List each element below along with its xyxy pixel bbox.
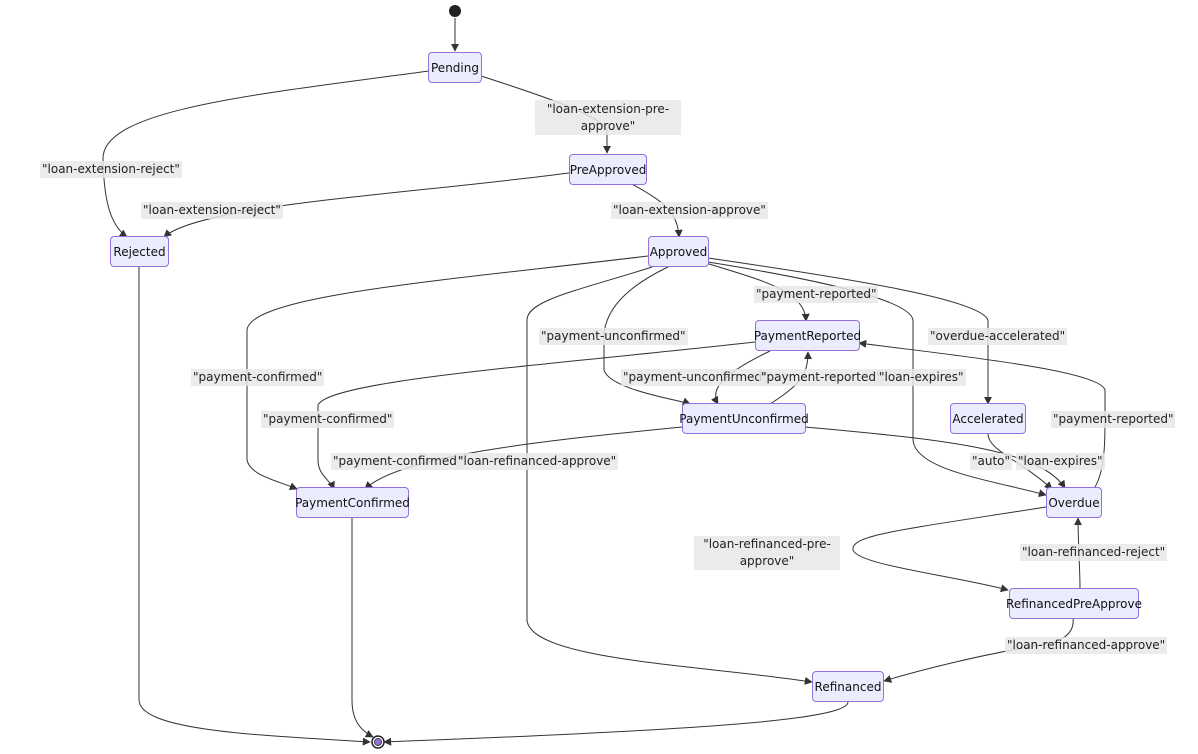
edge-approved-confirmed bbox=[246, 255, 649, 490]
label-approved-confirmed: "payment-confirmed" bbox=[191, 369, 325, 386]
edge-preapproved-rejected bbox=[163, 172, 570, 238]
edge-unconfirmed-confirmed bbox=[364, 426, 683, 490]
label-overdue-refipre: "loan-refinanced-pre-approve" bbox=[694, 536, 840, 570]
label-approved-accelerated: "overdue-accelerated" bbox=[928, 328, 1068, 345]
label-unconfirmed-confirmed: "payment-confirmed" bbox=[331, 453, 465, 470]
start-node bbox=[449, 5, 461, 17]
edge-refinanced-end bbox=[383, 701, 849, 746]
label-approved-unconfirmed: "payment-unconfirmed" bbox=[539, 328, 688, 345]
state-accelerated[interactable]: Accelerated bbox=[950, 403, 1026, 434]
edge-rejected-end bbox=[138, 267, 371, 746]
label-preapproved-rejected: "loan-extension-reject" bbox=[141, 202, 283, 219]
label-reported-unconfirmed: "payment-unconfirmed" bbox=[621, 369, 770, 386]
state-payment-reported[interactable]: PaymentReported bbox=[754, 320, 861, 351]
state-payment-unconfirmed[interactable]: PaymentUnconfirmed bbox=[679, 403, 809, 434]
label-overdue-reported: "payment-reported" bbox=[1051, 411, 1176, 428]
state-pending[interactable]: Pending bbox=[428, 52, 482, 83]
label-pending-rejected: "loan-extension-reject" bbox=[40, 161, 182, 178]
label-preapproved-approved: "loan-extension-approve" bbox=[611, 202, 768, 219]
state-payment-confirmed[interactable]: PaymentConfirmed bbox=[295, 487, 410, 518]
edge-approved-refinanced bbox=[526, 266, 813, 685]
edge-confirmed-end bbox=[351, 518, 374, 738]
label-accelerated-auto: "auto" bbox=[970, 453, 1013, 470]
edge-unconfirmed-overdue bbox=[804, 426, 1066, 489]
state-overdue[interactable]: Overdue bbox=[1046, 487, 1102, 518]
label-reported-confirmed: "payment-confirmed" bbox=[261, 411, 395, 428]
edge-overdue-refipre bbox=[852, 506, 1047, 593]
state-refinanced-preapprove[interactable]: RefinancedPreApprove bbox=[1006, 588, 1142, 619]
state-approved[interactable]: Approved bbox=[648, 236, 709, 267]
edge-approved-accelerated bbox=[707, 257, 992, 405]
edge-reported-confirmed bbox=[317, 341, 756, 490]
end-node-inner bbox=[374, 738, 382, 746]
label-unconfirmed-expires: "loan-expires" bbox=[1016, 453, 1105, 470]
label-pending-preapproved: "loan-extension-pre-approve" bbox=[535, 100, 681, 135]
label-approved-expires: "loan-expires" bbox=[877, 369, 966, 386]
state-rejected[interactable]: Rejected bbox=[110, 236, 169, 267]
edge-pending-rejected bbox=[102, 70, 430, 238]
label-refi-reject: "loan-refinanced-reject" bbox=[1020, 544, 1168, 561]
state-refinanced[interactable]: Refinanced bbox=[812, 671, 884, 702]
label-refi-approve: "loan-refinanced-approve" bbox=[1005, 637, 1168, 654]
state-preapproved[interactable]: PreApproved bbox=[569, 154, 647, 185]
label-approved-reported: "payment-reported" bbox=[754, 286, 879, 303]
label-approved-refinanced: "loan-refinanced-approve" bbox=[456, 453, 619, 470]
edge-approved-unconfirmed bbox=[603, 266, 691, 406]
label-unconfirmed-reported: "payment-reported" bbox=[759, 369, 884, 386]
edge-approved-overdue bbox=[707, 261, 1047, 498]
